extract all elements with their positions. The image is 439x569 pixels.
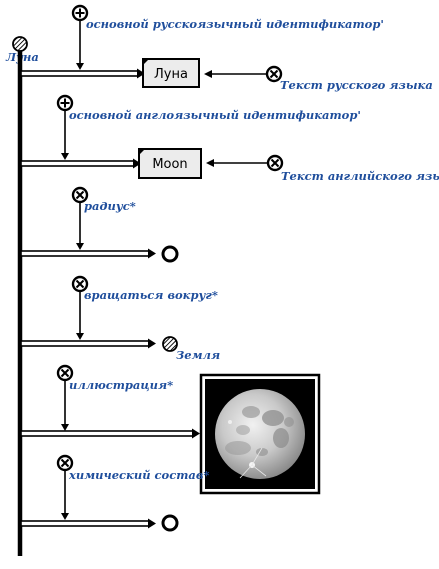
subject-node[interactable]	[12, 36, 28, 52]
x-circle-icon[interactable]	[56, 454, 74, 472]
arrowhead	[61, 424, 69, 431]
x-circle-icon[interactable]	[56, 364, 74, 382]
x-circle-icon[interactable]	[266, 154, 284, 172]
property-label: основной англоязычный идентификатор'	[69, 108, 361, 122]
arrowhead	[148, 518, 156, 529]
arrowhead	[61, 513, 69, 520]
arrowhead	[148, 248, 156, 259]
empty-circle-icon[interactable]	[161, 245, 179, 263]
value-box-en[interactable]: Moon	[138, 148, 202, 179]
property-composition: химический состав*	[20, 454, 209, 532]
x-circle-icon[interactable]	[265, 65, 283, 83]
empty-circle-icon[interactable]	[161, 514, 179, 532]
property-label: радиус*	[84, 199, 136, 213]
property-ru-id: основной русскоязычный идентификатор' Лу…	[20, 4, 433, 92]
property-slot	[20, 70, 139, 77]
value-box-ru[interactable]: Луна	[142, 58, 200, 88]
property-slot	[20, 430, 194, 437]
arrowhead	[148, 338, 156, 349]
arrowhead	[206, 159, 214, 167]
plus-circle-icon[interactable]	[71, 4, 89, 22]
x-circle-icon[interactable]	[71, 275, 89, 293]
annotation-label: Текст русского языка	[280, 78, 433, 92]
property-en-id: основной англоязычный идентификатор' Moo…	[20, 94, 439, 183]
arrowhead	[137, 68, 145, 79]
property-radius: радиус*	[20, 186, 179, 263]
annotation-label: Текст английского языка	[281, 169, 439, 183]
property-orbits: вращаться вокруг* Земля	[20, 275, 220, 362]
arrowhead	[204, 70, 212, 78]
property-label: химический состав*	[68, 468, 209, 482]
arrowhead	[76, 243, 84, 250]
arrowhead	[76, 63, 84, 70]
arrowhead	[76, 333, 84, 340]
property-illustration: иллюстрация*	[20, 364, 321, 495]
property-slot	[20, 340, 150, 347]
hatched-circle-icon	[12, 36, 28, 52]
property-label: основной русскоязычный идентификатор'	[86, 17, 384, 31]
property-label: иллюстрация*	[69, 378, 173, 392]
value-box-text: Луна	[154, 67, 188, 82]
hatched-circle-icon	[162, 336, 178, 352]
arrowhead	[133, 158, 141, 169]
property-slot	[20, 520, 150, 527]
property-label: вращаться вокруг*	[84, 288, 218, 302]
node-earth[interactable]	[162, 336, 178, 352]
arrowhead	[192, 428, 200, 439]
property-slot	[20, 250, 150, 257]
property-slot	[20, 160, 135, 167]
value-box-text: Moon	[152, 157, 187, 172]
moon-photo-icon[interactable]	[199, 373, 321, 495]
arrowhead	[61, 153, 69, 160]
node-label: Земля	[176, 348, 220, 362]
